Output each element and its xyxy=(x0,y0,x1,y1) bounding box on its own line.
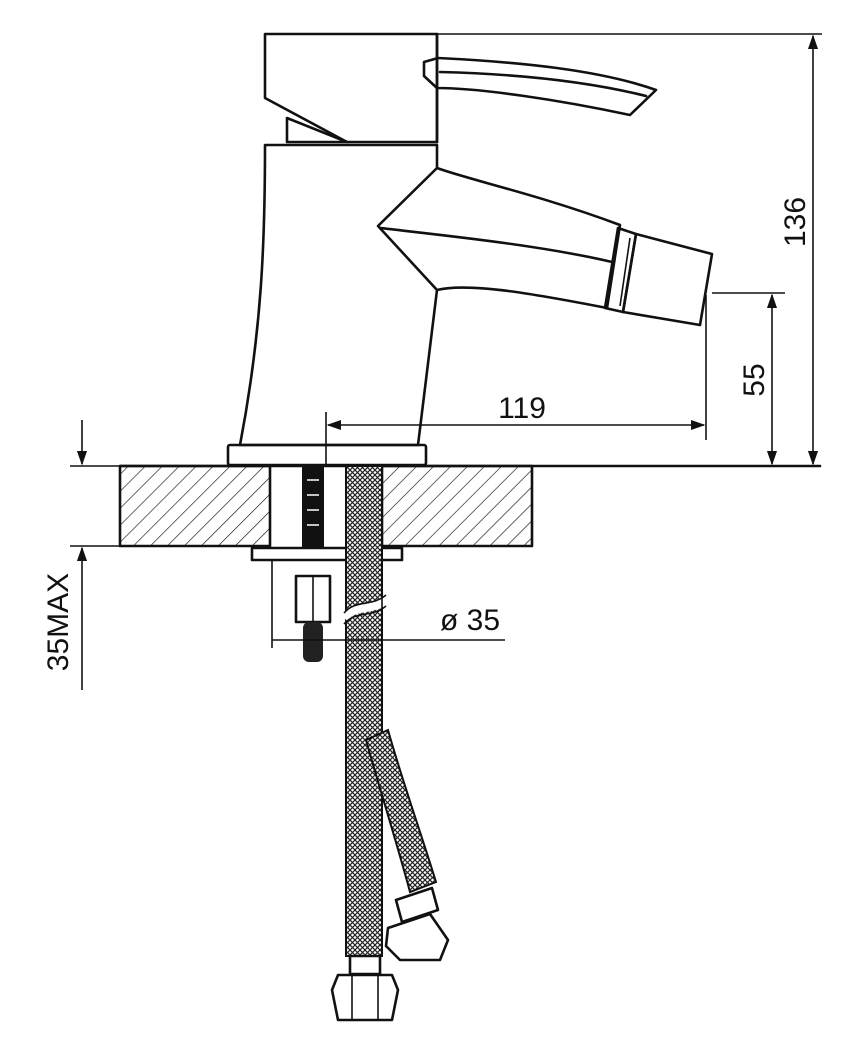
dimension-label-spout-height: 55 xyxy=(738,363,771,396)
dimension-spout-height: 55 xyxy=(712,292,785,466)
dimension-label-hole-diameter: ø 35 xyxy=(440,604,500,637)
mounting-stud xyxy=(294,466,332,662)
mounting-washer xyxy=(250,546,404,562)
faucet-handle-cap xyxy=(263,32,439,144)
flexible-hose-secondary xyxy=(364,728,450,962)
dimension-label-spout-reach: 119 xyxy=(498,392,546,425)
dimension-label-total-height: 136 xyxy=(779,197,812,247)
faucet-body xyxy=(238,143,622,447)
dimension-spout-reach: 119 xyxy=(325,295,707,466)
dimension-total-height: 136 xyxy=(437,33,822,466)
spout-aerator xyxy=(603,226,714,327)
dimension-counter-thickness: 35MAX xyxy=(42,420,120,690)
dimension-label-counter-thickness: 35MAX xyxy=(42,573,75,671)
base-plate xyxy=(226,443,428,467)
lever-handle xyxy=(422,56,658,117)
countertop-section xyxy=(118,464,822,548)
dimension-hole-diameter: ø 35 xyxy=(271,560,505,648)
flexible-hose-main xyxy=(330,465,400,1022)
